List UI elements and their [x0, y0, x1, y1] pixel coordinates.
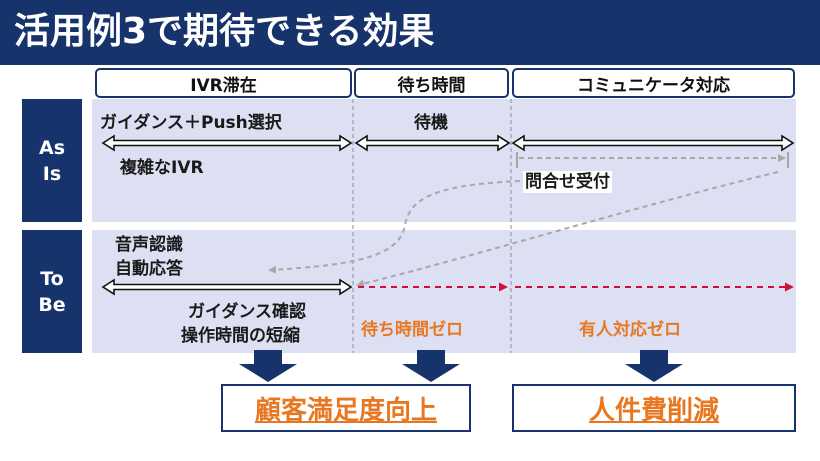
down-arrow-ivr: [239, 350, 297, 382]
as-is-complex-ivr-text: 複雑なIVR: [120, 158, 204, 178]
as-is-ivr-arrow: [101, 134, 353, 152]
down-arrow-wait: [402, 350, 460, 382]
to-be-ivr-arrow: [101, 278, 353, 296]
as-is-lane: [92, 99, 796, 222]
as-is-inquiry-text: 問合せ受付: [523, 171, 612, 193]
as-is-wait-arrow: [354, 134, 511, 152]
as-is-comm-arrow: [511, 134, 795, 152]
curve-arrow-to-speech: [268, 180, 521, 274]
page-title: 活用例3で期待できる効果: [14, 11, 435, 52]
title-bar: [0, 0, 820, 65]
to-be-label: To Be: [22, 230, 82, 353]
to-be-zero-staff-text: 有人対応ゼロ: [579, 320, 681, 340]
as-is-guidance-text: ガイダンス＋Push選択: [100, 113, 282, 133]
phase-wait-header: 待ち時間: [354, 68, 509, 98]
down-arrow-comm: [625, 350, 683, 382]
phase-communicator-header: コミュニケータ対応: [512, 68, 795, 98]
result-satisfaction: 顧客満足度向上: [221, 384, 471, 432]
curve-arrow-to-confirm: [356, 171, 779, 288]
to-be-zero-wait-text: 待ち時間ゼロ: [361, 320, 463, 340]
as-is-label: As Is: [22, 99, 82, 222]
result-cost-reduction: 人件費削減: [512, 384, 796, 432]
to-be-confirm-text-2: 操作時間の短縮: [181, 326, 300, 346]
to-be-speech-text-2: 自動応答: [115, 259, 183, 279]
as-is-waiting-text: 待機: [414, 113, 448, 133]
inquiry-bracket: [516, 152, 789, 168]
to-be-lane: [92, 230, 796, 353]
to-be-confirm-text-1: ガイダンス確認: [188, 302, 306, 322]
to-be-speech-text-1: 音声認識: [115, 235, 183, 255]
phase-ivr-header: IVR滞在: [95, 68, 352, 98]
